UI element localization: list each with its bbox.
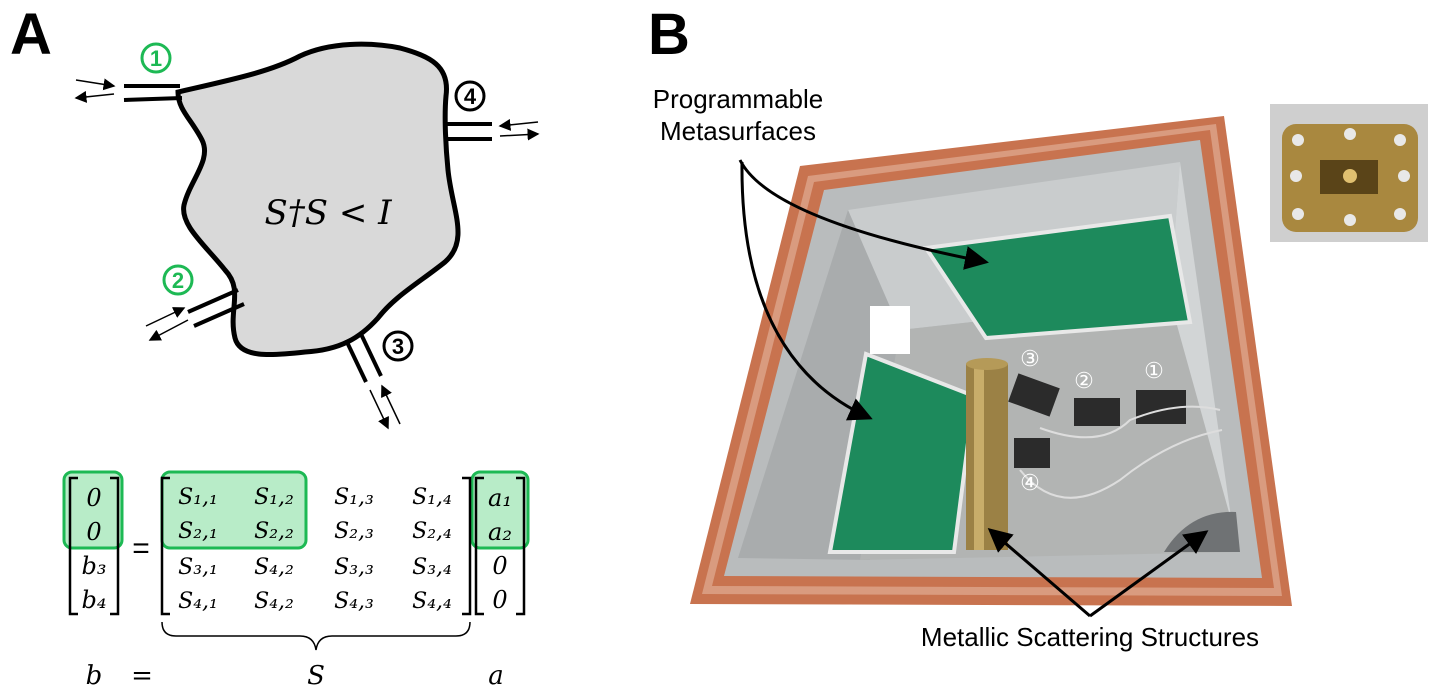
annotation-metasurfaces-line2: Metasurfaces xyxy=(660,116,816,146)
s-matrix-cell: S₁,₂ xyxy=(254,485,294,510)
a-vector-entry: a₁ xyxy=(488,484,512,512)
photo-port-3-label: ③ xyxy=(1020,346,1040,371)
s-matrix-cell: S₁,₄ xyxy=(412,485,452,510)
chamber-photo xyxy=(690,116,1292,606)
label-b: b xyxy=(86,661,103,691)
cavity-shape xyxy=(175,41,461,358)
svg-text:3: 3 xyxy=(392,334,404,359)
s-matrix-cell: S₃,₃ xyxy=(334,555,374,580)
panel-a-label: A xyxy=(10,2,52,67)
a-vector-entry: 0 xyxy=(492,586,507,614)
annotation-metasurfaces-line1: Programmable xyxy=(653,84,824,114)
s-underbrace xyxy=(161,621,471,651)
s-matrix-cell: S₂,₄ xyxy=(412,519,452,544)
port-4-waveguide xyxy=(445,122,492,141)
svg-text:4: 4 xyxy=(464,84,477,109)
photo-port-4-label: ④ xyxy=(1020,470,1040,495)
inset-photo xyxy=(1270,104,1428,242)
svg-text:1: 1 xyxy=(150,46,162,71)
s-matrix-cell: S₂,₃ xyxy=(334,519,374,544)
highlight-a-vector xyxy=(472,472,528,548)
port-4-arrows xyxy=(498,118,540,141)
port-3-waveguide xyxy=(344,333,383,383)
annotation-arrows xyxy=(738,159,1209,618)
highlight-b-zeros xyxy=(64,472,122,548)
b-vector-entry: 0 xyxy=(86,484,101,512)
a-vector-entry: a₂ xyxy=(488,518,512,546)
label-s: S xyxy=(307,661,325,691)
port-3-badge: 3 xyxy=(382,330,414,362)
equals-sign: = xyxy=(132,532,150,565)
panel-b-label: B xyxy=(648,2,690,67)
port-1-badge: 1 xyxy=(140,42,172,74)
s-matrix-cell: S₂,₁ xyxy=(178,519,218,544)
port-3-arrows xyxy=(369,384,401,430)
s-matrix-cell: S₃,₄ xyxy=(412,555,452,580)
port-1-arrows xyxy=(74,78,116,103)
photo-port-2-label: ② xyxy=(1074,368,1094,393)
label-a: a xyxy=(488,661,504,691)
s-matrix-cell: S₄,₁ xyxy=(178,589,218,614)
port-2-badge: 2 xyxy=(162,264,194,296)
matrix-brackets xyxy=(68,476,526,616)
highlight-s-block xyxy=(162,472,306,548)
s-matrix-cell: S₄,₂ xyxy=(254,555,294,580)
s-matrix-cell: S₄,₄ xyxy=(412,589,452,614)
cavity-equation: S†S < I xyxy=(264,193,392,233)
annotation-scatterers: Metallic Scattering Structures xyxy=(921,622,1259,652)
port-2-waveguide xyxy=(187,288,245,328)
s-matrix-cell: S₃,₁ xyxy=(178,555,218,580)
a-vector-entry: 0 xyxy=(492,552,507,580)
port-1-waveguide xyxy=(123,84,183,102)
b-vector-entry: b₃ xyxy=(82,552,107,580)
port-2-arrows xyxy=(145,307,189,341)
s-matrix-cell: S₄,₂ xyxy=(254,589,294,614)
photo-port-1-label: ① xyxy=(1144,358,1164,383)
b-vector-entry: b₄ xyxy=(82,586,107,614)
port-4-badge: 4 xyxy=(454,80,486,112)
s-matrix-cell: S₁,₁ xyxy=(178,485,218,510)
s-matrix-cell: S₄,₃ xyxy=(334,589,374,614)
b-vector-entry: 0 xyxy=(86,518,101,546)
s-matrix-cell: S₁,₃ xyxy=(334,485,374,510)
svg-text:2: 2 xyxy=(172,268,184,293)
s-matrix-cell: S₂,₂ xyxy=(254,519,294,544)
label-equals: = xyxy=(131,661,153,691)
